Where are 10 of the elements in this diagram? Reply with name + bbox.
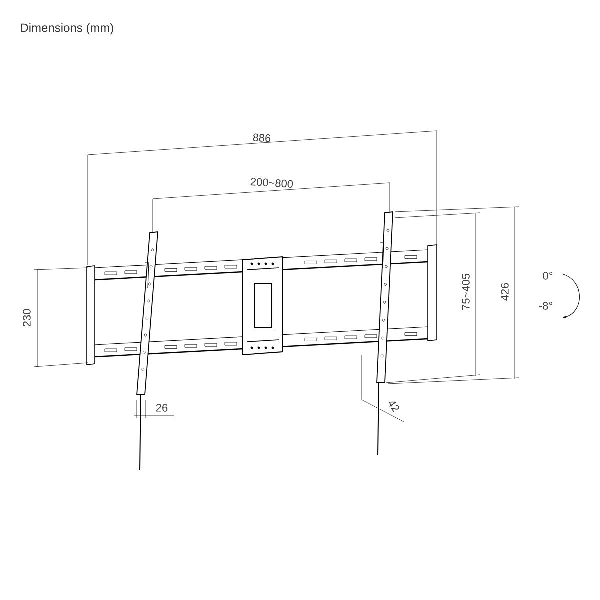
dimension-label: 26 (156, 404, 168, 412)
dimension-label: 42 (388, 402, 400, 413)
dimension-label: 426 (501, 283, 509, 301)
dimension-label: 230 (23, 309, 31, 327)
dimension-label: 75~405 (462, 274, 470, 310)
title: Dimensions (mm) (21, 23, 114, 35)
tilt-angle-label: 0° (543, 272, 553, 280)
dimension-label: 886 (253, 134, 271, 142)
dimension-label: 200~800 (250, 178, 294, 188)
tilt-angle-label: -8° (539, 302, 552, 310)
